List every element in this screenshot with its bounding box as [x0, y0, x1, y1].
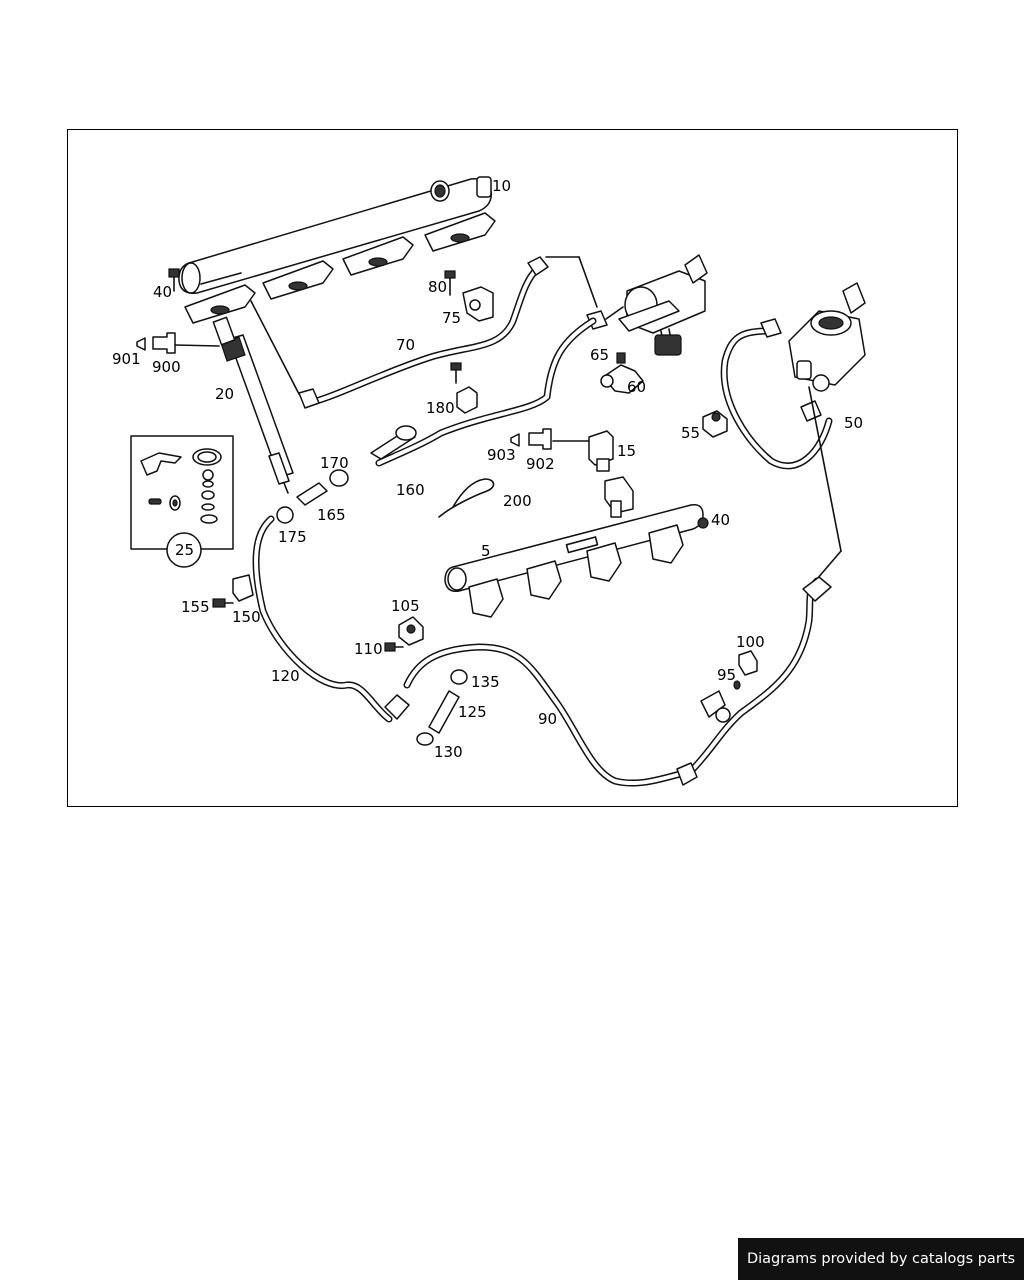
line-90[interactable]: [403, 576, 832, 787]
line-160[interactable]: [370, 317, 597, 467]
connector-902[interactable]: [510, 428, 552, 450]
fitting-150[interactable]: [232, 574, 254, 602]
callout-900: 900: [152, 358, 181, 376]
callout-40-upper: 40: [153, 283, 172, 301]
callout-65: 65: [590, 346, 609, 364]
bolt-110[interactable]: [384, 642, 404, 652]
bolt-180[interactable]: [450, 362, 478, 414]
repair-kit-25[interactable]: [130, 435, 234, 568]
sleeve-165[interactable]: [296, 482, 328, 506]
oring-95[interactable]: [733, 680, 741, 690]
pressure-sensor-15[interactable]: [552, 430, 614, 472]
callout-160: 160: [396, 481, 425, 499]
callout-135: 135: [471, 673, 500, 691]
bracket-75[interactable]: [462, 286, 494, 322]
callout-20: 20: [215, 385, 234, 403]
fitting-55[interactable]: [702, 410, 728, 438]
fuel-rail-upper[interactable]: [178, 176, 496, 324]
fitting-105[interactable]: [398, 616, 424, 646]
callout-110: 110: [354, 640, 383, 658]
bolt-155[interactable]: [212, 598, 234, 608]
clip-130[interactable]: [416, 732, 434, 746]
callout-95: 95: [717, 666, 736, 684]
callout-180: 180: [426, 399, 455, 417]
footer-credit: Diagrams provided by catalogs parts: [738, 1238, 1024, 1280]
callout-903: 903: [487, 446, 516, 464]
callout-150: 150: [232, 608, 261, 626]
high-pressure-pump[interactable]: [586, 254, 708, 356]
callout-75: 75: [442, 309, 461, 327]
callout-120: 120: [271, 667, 300, 685]
clip-135[interactable]: [450, 669, 468, 685]
bolt-80[interactable]: [444, 270, 456, 296]
callout-130: 130: [434, 743, 463, 761]
callout-60: 60: [627, 378, 646, 396]
callout-40-lower: 40: [711, 511, 730, 529]
callout-170: 170: [320, 454, 349, 472]
sensor-60[interactable]: [600, 352, 644, 394]
callout-901: 901: [112, 350, 141, 368]
callout-125: 125: [458, 703, 487, 721]
callout-25: 25: [175, 541, 194, 559]
callout-200: 200: [503, 492, 532, 510]
callout-15: 15: [617, 442, 636, 460]
callout-labels: 10 40 80 75 70 901 900 20 65 60 180 55 5…: [112, 177, 863, 761]
clip-175[interactable]: [276, 506, 294, 524]
callout-10: 10: [492, 177, 511, 195]
line-50[interactable]: [720, 318, 842, 580]
bolt-40-lower[interactable]: [697, 517, 709, 529]
bolt-40-upper[interactable]: [168, 268, 180, 292]
callout-175: 175: [278, 528, 307, 546]
callout-90: 90: [538, 710, 557, 728]
callout-5: 5: [481, 542, 491, 560]
callout-70: 70: [396, 336, 415, 354]
callout-165: 165: [317, 506, 346, 524]
injector-20[interactable]: [212, 316, 294, 494]
callout-100: 100: [736, 633, 765, 651]
fuel-rail-lower[interactable]: [444, 476, 704, 618]
connector-900[interactable]: [136, 332, 220, 354]
sleeve-125[interactable]: [428, 690, 460, 734]
line-70[interactable]: [250, 256, 598, 409]
strap-200[interactable]: [438, 478, 495, 518]
pump-right[interactable]: [788, 282, 866, 392]
callout-50: 50: [844, 414, 863, 432]
fitting-100[interactable]: [738, 650, 758, 676]
diagram-frame: 10 40 80 75 70 901 900 20 65 60 180 55 5…: [67, 129, 958, 807]
parts-diagram: 10 40 80 75 70 901 900 20 65 60 180 55 5…: [112, 176, 866, 787]
line-120[interactable]: [252, 515, 410, 723]
callout-55: 55: [681, 424, 700, 442]
callout-155: 155: [181, 598, 210, 616]
clip-170[interactable]: [329, 469, 349, 487]
callout-902: 902: [526, 455, 555, 473]
callout-80: 80: [428, 278, 447, 296]
callout-105: 105: [391, 597, 420, 615]
